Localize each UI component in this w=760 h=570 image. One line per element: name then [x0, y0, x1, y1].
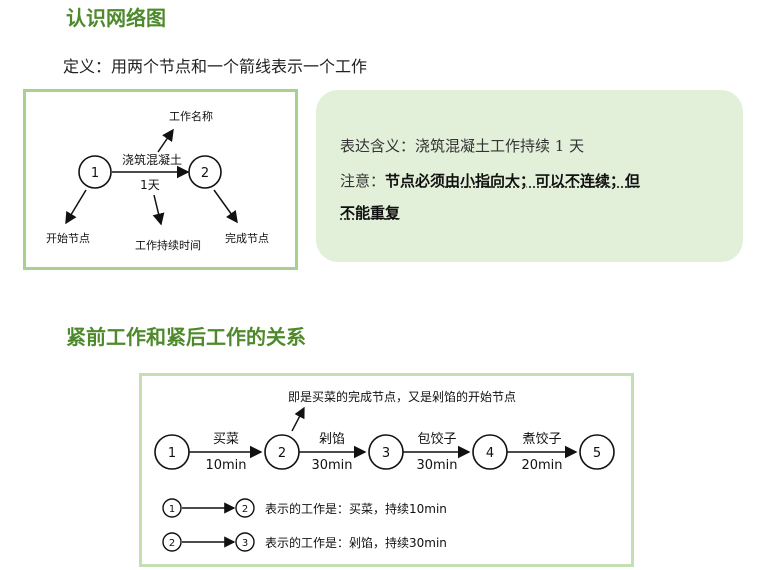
callout-note-line1: 注意：节点必须由小指向大；可以不连续；但 — [340, 170, 640, 191]
sequence-diagram: 即是买菜的完成节点，又是剁馅的开始节点 1 2 3 4 5 买菜 10min 剁… — [154, 389, 615, 552]
note-bold-1: 节点必须 — [385, 172, 446, 190]
meaning-callout: 表达含义：浇筑混凝土工作持续 1 天 注意：节点必须由小指向大；可以不连续；但 … — [316, 90, 743, 262]
legend-1-to-node — [235, 498, 255, 518]
note-prefix: 注意： — [340, 172, 386, 190]
legend-1-to: 2 — [242, 504, 248, 515]
annotation-pointer — [291, 406, 305, 432]
legend-2-from-node — [162, 532, 182, 552]
activity-2-duration: 30min — [311, 458, 352, 473]
pointer-end-node — [213, 189, 238, 224]
node-2 — [188, 155, 222, 189]
seq-node-1-label: 1 — [168, 446, 176, 461]
network-diagram-box: 1 2 浇筑混凝土 1天 工作名称 开始节点 工作持续时间 完成节点 — [23, 89, 298, 270]
node-2-label: 2 — [201, 166, 209, 181]
legend-2-text: 表示的工作是：剁馅，持续30min — [265, 535, 447, 550]
label-duration: 工作持续时间 — [135, 238, 201, 252]
note-bold-3: 不能重复 — [340, 204, 401, 222]
activity-4-duration: 20min — [521, 458, 562, 473]
activity-3-name: 包饺子 — [417, 432, 456, 447]
label-end-node: 完成节点 — [225, 231, 269, 245]
activity-4-name: 煮饺子 — [522, 432, 561, 447]
legend-1-text: 表示的工作是：买菜，持续10min — [265, 501, 447, 516]
legend-1-from: 1 — [169, 504, 175, 515]
seq-node-1 — [154, 434, 190, 470]
pointer-duration — [152, 194, 165, 226]
seq-node-5-label: 5 — [593, 446, 601, 461]
pointer-start-node — [65, 189, 87, 225]
network-diagram: 1 2 浇筑混凝土 1天 工作名称 开始节点 工作持续时间 完成节点 — [46, 109, 269, 252]
activity-1-duration: 10min — [205, 458, 246, 473]
label-start-node: 开始节点 — [46, 231, 90, 245]
node-1-label: 1 — [91, 166, 99, 181]
seq-node-5 — [579, 434, 615, 470]
activity-2-name: 剁馅 — [319, 432, 345, 447]
section2-title: 紧前工作和紧后工作的关系 — [66, 325, 306, 349]
sequence-diagram-box: 即是买菜的完成节点，又是剁馅的开始节点 1 2 3 4 5 买菜 10min 剁… — [139, 373, 634, 567]
annotation-text: 即是买菜的完成节点，又是剁馅的开始节点 — [288, 389, 516, 404]
seq-node-2-label: 2 — [278, 446, 286, 461]
activity-name: 浇筑混凝土 — [122, 152, 182, 167]
activity-1-name: 买菜 — [213, 432, 239, 447]
section1-title: 认识网络图 — [66, 6, 166, 30]
note-bold-2: 由小指向大；可以不连续；但 — [445, 172, 641, 190]
legend-2-from: 2 — [169, 538, 175, 549]
activity-3-duration: 30min — [416, 458, 457, 473]
activity-duration: 1天 — [140, 178, 160, 192]
node-1 — [78, 155, 112, 189]
label-work-name: 工作名称 — [169, 109, 213, 123]
seq-node-4-label: 4 — [486, 446, 494, 461]
seq-node-4 — [472, 434, 508, 470]
seq-node-3 — [368, 434, 404, 470]
legend-2-to: 3 — [242, 538, 248, 549]
legend-2-to-node — [235, 532, 255, 552]
definition-text: 定义：用两个节点和一个箭线表示一个工作 — [63, 57, 368, 76]
seq-node-3-label: 3 — [382, 446, 390, 461]
legend-1-from-node — [162, 498, 182, 518]
callout-meaning: 表达含义：浇筑混凝土工作持续 1 天 — [340, 137, 585, 155]
seq-node-2 — [264, 434, 300, 470]
pointer-work-name — [157, 128, 174, 153]
